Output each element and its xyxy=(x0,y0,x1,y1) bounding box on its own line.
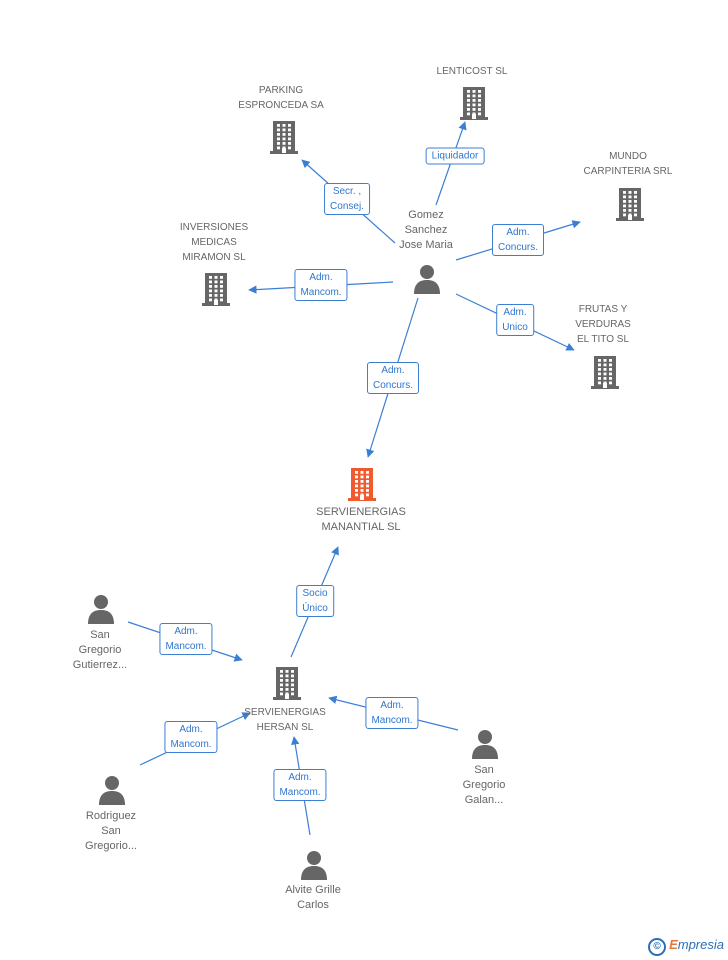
person-icon[interactable] xyxy=(87,594,115,629)
edge-label-adm-unico-frutas[interactable]: Adm. Unico xyxy=(496,304,534,336)
node-label-servienergias-hersan[interactable]: SERVIENERGIAS HERSAN SL xyxy=(244,707,326,733)
node-label-frutas[interactable]: FRUTAS Y VERDURAS EL TITO SL xyxy=(575,304,631,345)
edge-label-adm-mancom-inversiones[interactable]: Adm. Mancom. xyxy=(294,269,348,301)
brand-initial: E xyxy=(669,937,678,952)
person-icon[interactable] xyxy=(300,850,328,885)
edge-label-adm-mancom-alvite[interactable]: Adm. Mancom. xyxy=(273,769,327,801)
building-icon[interactable] xyxy=(268,119,300,160)
edge-label-adm-mancom-rodriguez[interactable]: Adm. Mancom. xyxy=(164,721,218,753)
edge-label-adm-concurs-mundo[interactable]: Adm. Concurs. xyxy=(491,224,545,256)
edge-label-secr-consej[interactable]: Secr. , Consej. xyxy=(324,183,370,215)
building-icon[interactable] xyxy=(589,354,621,395)
edge-label-adm-mancom-gutierrez[interactable]: Adm. Mancom. xyxy=(159,623,213,655)
edge-label-adm-mancom-galan[interactable]: Adm. Mancom. xyxy=(365,697,419,729)
node-label-parking[interactable]: PARKING ESPRONCEDA SA xyxy=(238,85,324,111)
node-label-gomez[interactable]: Gomez Sanchez Jose Maria xyxy=(399,209,453,251)
node-label-rodriguez[interactable]: Rodriguez San Gregorio... xyxy=(85,810,137,852)
edge-label-socio-unico[interactable]: Socio Único xyxy=(296,585,334,617)
building-icon[interactable] xyxy=(614,186,646,227)
node-label-lenticost[interactable]: LENTICOST SL xyxy=(436,66,508,77)
edge-label-liquidador[interactable]: Liquidador xyxy=(425,147,485,165)
node-label-sg-galan[interactable]: San Gregorio Galan... xyxy=(462,764,506,806)
person-icon[interactable] xyxy=(413,264,441,299)
node-label-servienergias-manantial[interactable]: SERVIENERGIAS MANANTIAL SL xyxy=(316,506,406,533)
node-label-sg-gutierrez[interactable]: San Gregorio Gutierrez... xyxy=(72,629,128,671)
person-icon[interactable] xyxy=(471,729,499,764)
building-icon[interactable] xyxy=(458,85,490,126)
copyright-icon: © xyxy=(648,938,667,956)
building-icon[interactable] xyxy=(200,271,232,312)
node-label-mundo[interactable]: MUNDO CARPINTERIA SRL xyxy=(583,151,673,177)
building-icon[interactable] xyxy=(271,665,303,706)
building-icon[interactable] xyxy=(346,466,378,507)
node-label-inversiones[interactable]: INVERSIONES MEDICAS MIRAMON SL xyxy=(179,222,249,263)
node-label-alvite[interactable]: Alvite Grille Carlos xyxy=(285,884,341,911)
person-icon[interactable] xyxy=(98,775,126,810)
empresia-logo[interactable]: ©Empresia xyxy=(648,937,724,956)
edge-label-adm-concurs-manantial[interactable]: Adm. Concurs. xyxy=(366,362,420,394)
brand-name: mpresia xyxy=(677,937,724,952)
